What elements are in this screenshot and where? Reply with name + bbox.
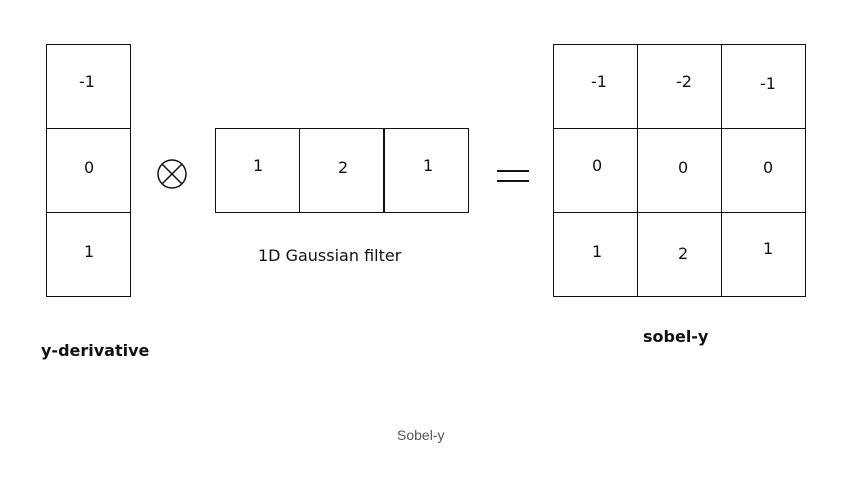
cell-value: 0 xyxy=(763,158,774,177)
cell-value: 0 xyxy=(592,156,603,175)
sobel-cell: 2 xyxy=(637,212,722,297)
sobel-cell: 1 xyxy=(721,212,806,297)
cell-value: 1 xyxy=(84,242,95,261)
cell-value: 2 xyxy=(338,158,349,177)
equals-bar-bottom xyxy=(497,180,529,182)
y-derivative-label: y-derivative xyxy=(41,341,150,360)
sobel-cell: -1 xyxy=(553,44,638,129)
gaussian-cell: 2 xyxy=(299,128,384,213)
sobel-cell: -2 xyxy=(637,44,722,129)
sobel-cell: 0 xyxy=(553,128,638,213)
cell-value: 1 xyxy=(253,156,264,175)
sobel-cell: 1 xyxy=(553,212,638,297)
gaussian-cell: 1 xyxy=(384,128,469,213)
cell-value: -1 xyxy=(591,72,607,91)
gaussian-filter-label: 1D Gaussian filter xyxy=(258,246,402,265)
cell-value: -2 xyxy=(676,72,692,91)
equals-bar-top xyxy=(497,170,529,172)
sobel-cell: -1 xyxy=(721,44,806,129)
cell-value: 0 xyxy=(84,158,95,177)
sobel-cell: 0 xyxy=(637,128,722,213)
y-derivative-cell: -1 xyxy=(46,44,131,129)
cell-value: 1 xyxy=(763,239,774,258)
gaussian-cell: 1 xyxy=(215,128,300,213)
cell-value: 2 xyxy=(678,244,689,263)
cell-value: 0 xyxy=(678,158,689,177)
cell-value: -1 xyxy=(79,72,95,91)
sobel-y-label: sobel-y xyxy=(643,327,709,346)
circled-times-icon xyxy=(157,159,187,189)
figure-caption: Sobel-y xyxy=(397,427,445,443)
cell-value: -1 xyxy=(760,74,776,93)
cell-value: 1 xyxy=(592,242,603,261)
y-derivative-cell: 0 xyxy=(46,128,131,213)
sobel-cell: 0 xyxy=(721,128,806,213)
y-derivative-cell: 1 xyxy=(46,212,131,297)
cell-value: 1 xyxy=(423,156,434,175)
